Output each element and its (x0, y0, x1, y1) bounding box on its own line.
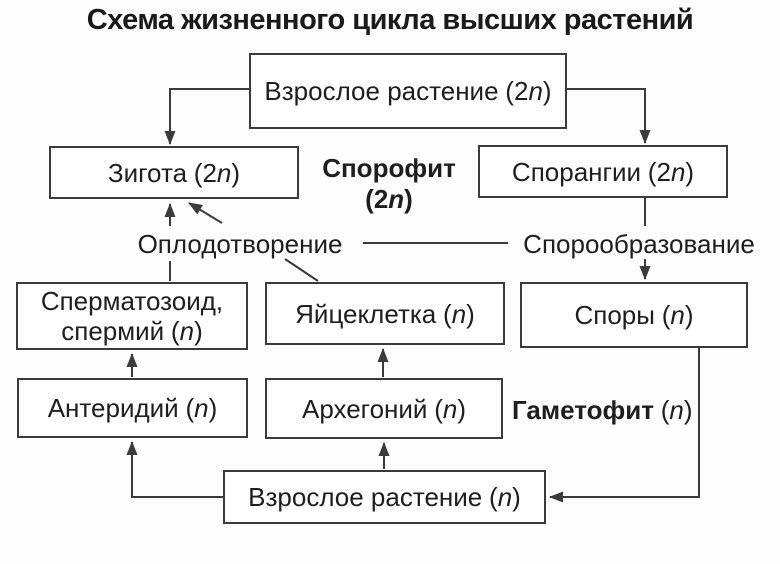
node-label: Взрослое растение(2n) (264, 76, 552, 106)
arrow-spores-to-adultn (549, 348, 700, 503)
node-label-line2: спермий(n) (61, 316, 203, 346)
node-adult-plant-n: Взрослое растение(n) (223, 470, 546, 524)
sporophyte-word: Спорофит (322, 153, 456, 183)
label-fertilization: Оплодотворение (137, 229, 343, 259)
node-label: Яйцеклетка(n) (295, 298, 475, 329)
diagram-title: Схема жизненного цикла высших растений (86, 4, 694, 36)
node-spores: Споры(n) (520, 282, 748, 348)
sporophyte-ploidy: (2n) (365, 184, 413, 214)
arrow-adult2n-to-zygote (164, 88, 249, 145)
node-antheridium: Антеридий(n) (17, 378, 248, 438)
gametophyte-word: Гаметофит (512, 395, 654, 425)
node-sporangia: Спорангии(2n) (478, 145, 728, 198)
node-label-line1: Сперматозоид, (40, 286, 224, 316)
node-archegonium: Архегоний(n) (265, 378, 503, 439)
node-label: Споры(n) (574, 300, 694, 330)
node-label: Спорангии(2n) (511, 156, 695, 187)
label-sporulation: Спорообразование (523, 229, 755, 259)
arrow-adultn-to-antheridium (126, 441, 223, 498)
node-zygote: Зигота(2n) (49, 146, 299, 199)
connector-egg-to-fertilization (284, 258, 319, 282)
arrow-adult2n-to-sporangia (567, 88, 651, 144)
label-sporophyte: Спорофит (2n) (300, 153, 478, 215)
node-adult-plant-2n: Взрослое растение(2n) (249, 53, 567, 129)
node-label: Архегоний(n) (301, 393, 467, 424)
arrow-fertilization-to-zygote-diagonal (188, 202, 223, 224)
label-gametophyte: Гаметофит(n) (512, 395, 693, 425)
node-label: Зигота(2n) (107, 157, 241, 188)
node-spermatozoid: Сперматозоид, спермий(n) (16, 282, 248, 350)
node-label: Взрослое растение(n) (248, 482, 521, 512)
node-label: Антеридий(n) (47, 393, 218, 423)
node-egg-cell: Яйцеклетка(n) (265, 282, 505, 345)
